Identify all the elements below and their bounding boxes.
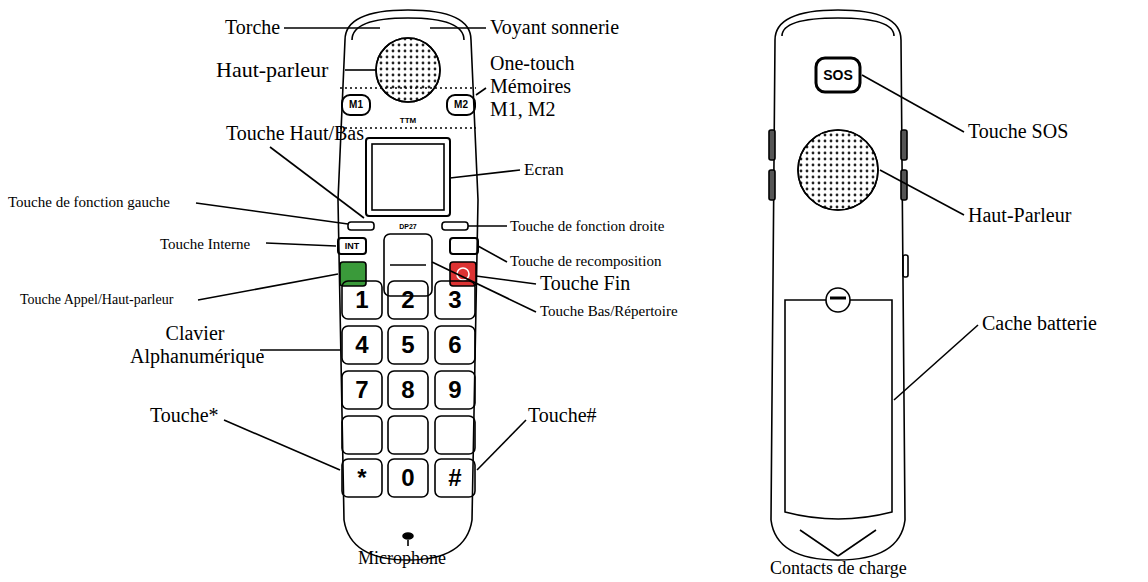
callout-label: Touche Interne <box>160 236 250 253</box>
callout-label: Touche de fonction gauche <box>8 194 170 211</box>
callout-label: Touche de recomposition <box>510 253 661 270</box>
callout-label: Touche Appel/Haut-parleur <box>20 292 173 308</box>
key-text: 1 <box>355 288 368 312</box>
callout-label: Haut-Parleur <box>968 204 1071 227</box>
key-text: 5 <box>401 333 414 357</box>
callout-label: Contacts de charge <box>770 558 907 579</box>
callout-label: Touche* <box>150 404 219 427</box>
callout-label: Ecran <box>524 160 564 180</box>
callout-label: Touche Haut/Bas <box>226 122 364 145</box>
callout-label: Voyant sonnerie <box>490 16 619 39</box>
key-text: 3 <box>448 288 461 312</box>
key-text: 2 <box>401 288 414 312</box>
callout-label: Touche Bas/Répertoire <box>540 303 678 320</box>
callout-label: Microphone <box>358 548 446 569</box>
key-text: 9 <box>448 378 461 402</box>
callout-label: Clavier Alphanumérique <box>130 322 260 368</box>
key-text: SOS <box>823 68 853 82</box>
key-text: * <box>357 466 366 490</box>
key-text: INT <box>345 242 360 251</box>
callout-label: Touche de fonction droite <box>510 218 664 235</box>
key-text: 8 <box>401 378 414 402</box>
callout-label: Cache batterie <box>982 312 1097 335</box>
key-text: DP27 <box>399 223 417 230</box>
key-text: 7 <box>355 378 368 402</box>
key-text: # <box>448 466 461 490</box>
key-text: M2 <box>454 100 468 110</box>
callout-label: Touche# <box>528 404 597 427</box>
key-text: 4 <box>355 333 368 357</box>
callout-label: One-touch Mémoires M1, M2 <box>490 52 596 121</box>
callout-label: Torche <box>225 16 280 39</box>
callout-label: Haut-parleur <box>216 57 328 82</box>
key-text: TTM <box>400 117 416 125</box>
callout-label: Touche Fin <box>540 272 630 295</box>
key-text: 6 <box>448 333 461 357</box>
key-text: M1 <box>349 100 363 110</box>
key-text: 0 <box>401 466 414 490</box>
callout-label: Touche SOS <box>968 120 1068 143</box>
